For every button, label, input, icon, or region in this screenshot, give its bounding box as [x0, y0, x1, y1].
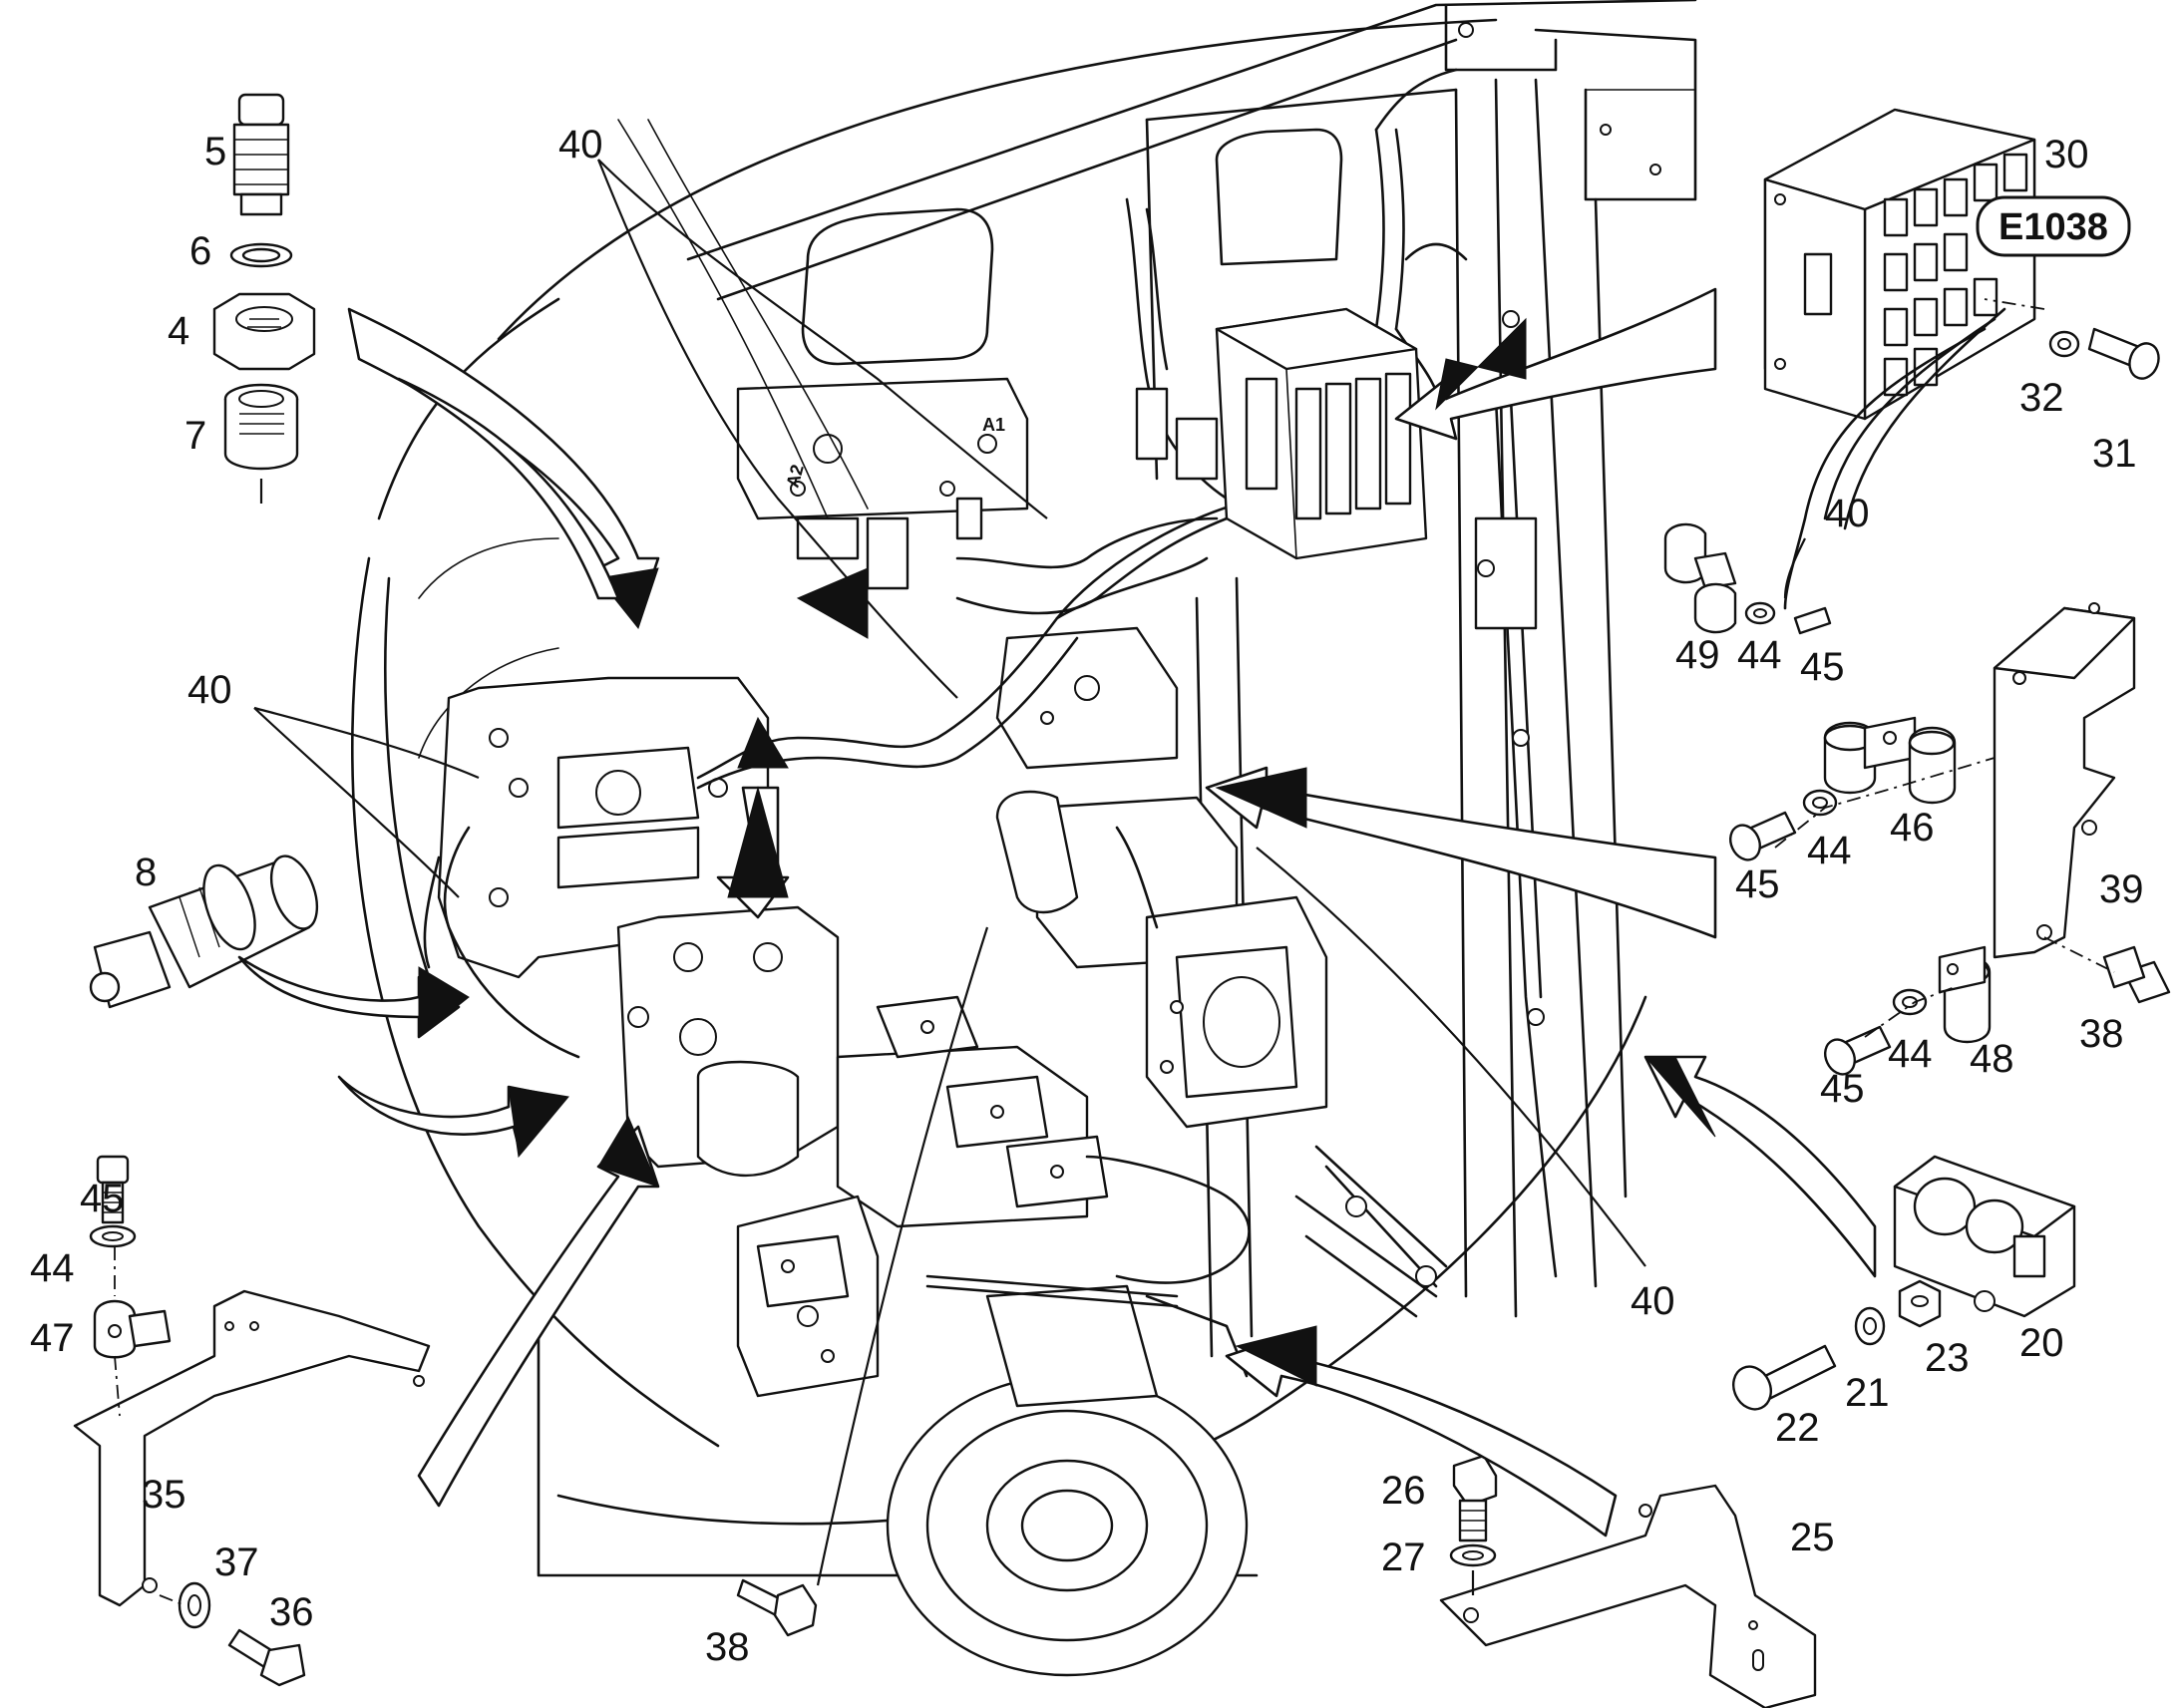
reference-code: E1038	[1998, 206, 2108, 248]
callout-49: 49	[1675, 633, 1720, 677]
callout-7: 7	[184, 414, 206, 458]
reference-badge: E1038	[1976, 195, 2131, 257]
callout-46: 46	[1890, 806, 1935, 850]
callout-32: 32	[2019, 376, 2064, 420]
part-hex-nut	[212, 292, 316, 371]
callout-4: 4	[168, 309, 189, 353]
part-pressure-switch	[232, 93, 290, 216]
callout-22: 22	[1775, 1406, 1820, 1450]
callout-45-left: 45	[80, 1177, 125, 1220]
callout-45-top: 45	[1800, 645, 1845, 689]
callout-25: 25	[1790, 1516, 1835, 1559]
part-bracket-39	[1993, 602, 2136, 959]
callout-39: 39	[2099, 867, 2144, 911]
callout-44-top: 44	[1737, 633, 1782, 677]
part-connector-20	[1893, 1155, 2076, 1318]
part-cable-clamps	[1663, 522, 1992, 1044]
callout-27: 27	[1381, 1536, 1426, 1579]
callout-38-bottom: 38	[705, 1625, 750, 1669]
callout-30: 30	[2044, 133, 2089, 176]
part-fasteners-35	[89, 1155, 172, 1417]
callout-31: 31	[2092, 432, 2137, 476]
callout-44-left: 44	[30, 1246, 75, 1290]
part-bracket-25	[1439, 1484, 1817, 1708]
callout-40-lower: 40	[1631, 1279, 1675, 1323]
part-o-ring	[229, 242, 293, 268]
central-junction-box	[1135, 307, 1538, 630]
callout-23: 23	[1925, 1336, 1970, 1380]
callout-44-low: 44	[1888, 1032, 1933, 1076]
part-bracket-35	[73, 1289, 431, 1607]
part-fasteners-25	[1449, 1454, 1498, 1595]
callout-26: 26	[1381, 1469, 1426, 1513]
callout-37: 37	[214, 1540, 259, 1584]
callout-6: 6	[189, 229, 211, 273]
callout-47: 47	[30, 1316, 75, 1360]
callout-40-top: 40	[558, 123, 603, 167]
callout-40-left: 40	[187, 668, 232, 712]
callout-44-mid: 44	[1807, 829, 1852, 872]
part-fasteners-20	[1732, 1279, 1942, 1411]
callout-45-mid: 45	[1735, 862, 1780, 906]
callout-38-right: 38	[2079, 1012, 2124, 1056]
callout-21: 21	[1845, 1371, 1890, 1415]
cable-harness	[423, 68, 1558, 1308]
hydraulic-pump-assembly: A1 A2	[437, 377, 1328, 1677]
port-label-a1: A1	[982, 415, 1005, 435]
callout-35: 35	[142, 1473, 186, 1517]
part-sensor	[89, 854, 319, 1009]
part-bolt-38-bottom	[736, 1578, 818, 1637]
callout-40-right: 40	[1825, 492, 1870, 535]
direction-arrows	[237, 119, 1877, 1537]
callout-45-low: 45	[1820, 1067, 1865, 1111]
callout-48: 48	[1970, 1037, 2014, 1081]
relay-box	[1763, 108, 2036, 610]
leader-lines	[253, 159, 1806, 1586]
part-fasteners-36-37	[159, 1581, 306, 1687]
callout-labels: 5 6 4 7 8 40 40 40 40 30 32 31 49 44 45 …	[30, 123, 2144, 1669]
part-adapter	[223, 383, 299, 504]
callout-8: 8	[135, 851, 157, 894]
part-fasteners-right	[1729, 298, 2171, 1076]
callout-36: 36	[269, 1590, 314, 1634]
machine-frame	[351, 0, 1697, 1577]
callout-20: 20	[2019, 1321, 2064, 1365]
callout-5: 5	[204, 130, 226, 173]
